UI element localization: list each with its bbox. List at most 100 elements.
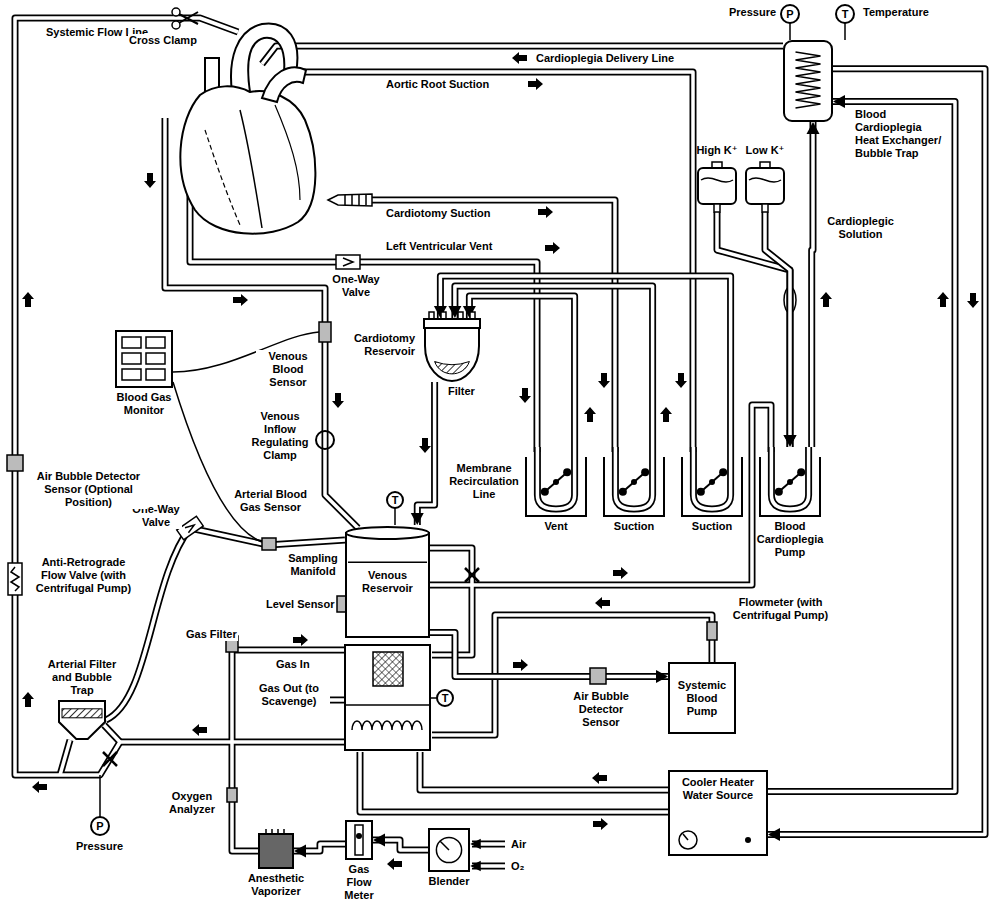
rect-shape [698, 168, 736, 204]
reservoir-bowl: Cardiotomy ReservoirFilter [423, 318, 481, 382]
part-label: Level Sensor [265, 598, 335, 611]
tube-connector [448, 286, 652, 447]
reservoir-bowl-outline [423, 318, 481, 382]
path-shape [11, 567, 19, 591]
use-shape [233, 294, 248, 306]
path-shape [345, 195, 366, 205]
solution-bag: High K⁺ [697, 160, 737, 212]
vaporizer-box-outline [258, 833, 294, 869]
part-label: Air Bubble Detector Sensor (Optional Pos… [30, 470, 147, 509]
roller-pump: Suction [681, 447, 743, 517]
use-shape [192, 724, 207, 736]
ellipse-shape [346, 527, 429, 539]
circle-shape [356, 833, 362, 839]
blender-box: Blender [428, 828, 470, 872]
use-shape [967, 293, 979, 308]
rect-shape [669, 663, 735, 733]
part-label: Gas In [275, 658, 311, 671]
line-shape [701, 472, 723, 492]
path-shape [275, 105, 300, 200]
part-label: Cardiotomy Suction [385, 207, 492, 220]
heat-exchanger: Blood Cardioplegia Heat Exchanger/ Bubbl… [783, 40, 833, 122]
gauge-letter: T [837, 7, 853, 21]
circle-shape [775, 488, 783, 496]
rect-shape [373, 652, 403, 686]
rect-shape [336, 255, 360, 269]
tube-bore [455, 286, 653, 447]
arrow-head [768, 828, 780, 841]
node-label: Venous Reservoir [350, 569, 425, 595]
tube-bore [417, 382, 434, 525]
arrow-head [784, 435, 797, 447]
arrow-head [784, 435, 797, 447]
tube-wall [430, 632, 668, 676]
roller-pump-outline [603, 447, 665, 517]
rect-shape [746, 168, 784, 204]
arrow-head [807, 122, 820, 134]
circle-shape [781, 5, 799, 23]
rect-shape [122, 353, 141, 364]
monitor-box-outline [115, 330, 173, 388]
use-shape [545, 242, 560, 254]
node-label: Systemic Blood Pump [673, 679, 731, 718]
node-label: Blood Gas Monitor [104, 391, 184, 417]
use-shape [293, 634, 308, 646]
roller-pump: Suction [603, 447, 665, 517]
circle-shape [387, 492, 403, 508]
path-shape [771, 447, 808, 509]
use-shape [15, 18, 783, 866]
tube-wall [717, 212, 790, 447]
gauge-letter: T [387, 493, 403, 507]
use-shape [15, 18, 783, 866]
rect-shape [62, 709, 102, 718]
solution-bag-outline [697, 160, 737, 212]
use-shape [513, 659, 528, 671]
use-shape [660, 407, 672, 422]
rect-shape [7, 455, 23, 471]
tube-wall [469, 296, 574, 447]
circle-shape [787, 479, 793, 485]
node-label: Arterial Filter and Bubble Trap [42, 658, 122, 697]
path-shape [205, 130, 240, 225]
use-shape [528, 78, 543, 90]
part-label: Sampling Manifold [283, 552, 343, 578]
rect-shape [346, 533, 429, 637]
tube-wall [768, 102, 955, 792]
rect-shape [355, 825, 363, 855]
circle-shape [631, 479, 637, 485]
path-shape [537, 447, 574, 509]
node-label: Blender [419, 875, 479, 888]
part-label: Venous Blood Sensor [256, 350, 320, 389]
tube-connector [717, 212, 797, 447]
part-label: Venous Inflow Regulating Clamp [245, 410, 315, 462]
node-label: Blood Cardioplegia Heat Exchanger/ Bubbl… [855, 108, 947, 160]
tube-wall [812, 122, 813, 447]
circle-shape [553, 479, 559, 485]
tube-connector [430, 632, 668, 683]
arrow-head [294, 845, 306, 858]
rect-shape [262, 538, 276, 550]
path-shape [59, 701, 105, 739]
path-shape [472, 840, 480, 870]
line-shape [545, 472, 567, 492]
part-label: Cardioplegic Solution [822, 215, 899, 241]
rect-shape [122, 337, 141, 348]
circle-shape [91, 817, 109, 835]
line-shape [345, 704, 430, 706]
circle-shape [316, 431, 334, 449]
tube-wall [417, 382, 434, 525]
circle-shape [619, 488, 627, 496]
reservoir-cylinder: Venous Reservoir [345, 525, 430, 638]
g-shape [7, 5, 854, 870]
tube-connector [411, 382, 435, 525]
part-label: Aortic Root Suction [385, 78, 490, 91]
roller-pump-outline [525, 447, 587, 517]
node-label: Gas Flow Meter [335, 863, 383, 902]
circle-shape [641, 468, 649, 476]
tube-wall [455, 286, 653, 447]
arrow-head [373, 834, 385, 847]
use-shape [937, 292, 949, 307]
tube-connector [807, 122, 820, 447]
